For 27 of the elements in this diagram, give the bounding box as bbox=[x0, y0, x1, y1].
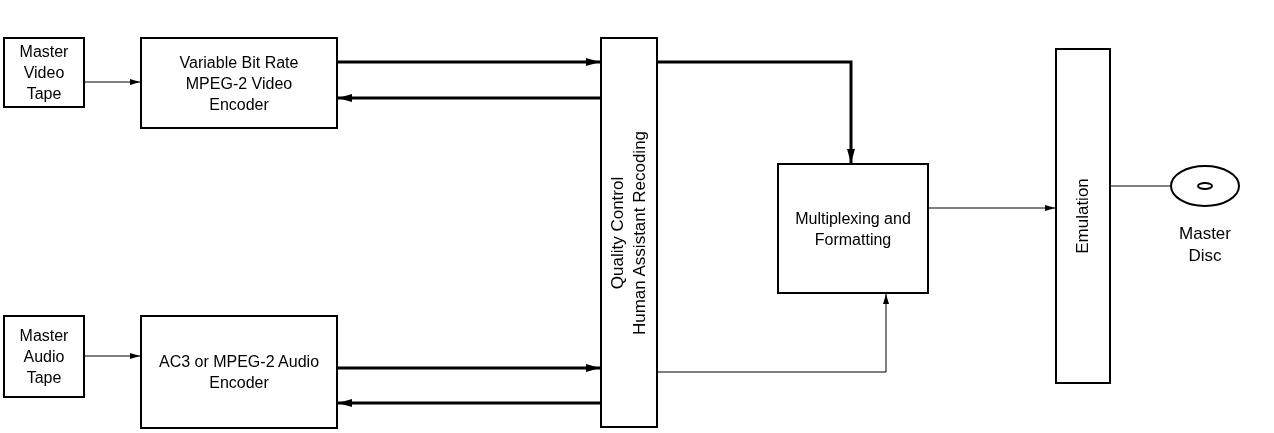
process-box bbox=[600, 37, 658, 428]
box-label: Master Video Tape bbox=[18, 42, 70, 104]
arrow bbox=[658, 60, 855, 163]
arrow bbox=[338, 364, 600, 372]
process-box bbox=[1055, 48, 1111, 384]
arrow bbox=[338, 399, 600, 407]
process-box bbox=[777, 163, 929, 294]
box-label: Multiplexing and Formatting bbox=[794, 208, 912, 250]
box-label: Human Assistant Recoding bbox=[629, 130, 650, 335]
arrow bbox=[84, 353, 141, 359]
process-box bbox=[140, 315, 338, 429]
box-label: AC3 or MPEG-2 Audio Encoder bbox=[157, 352, 321, 393]
arrow bbox=[338, 58, 600, 66]
process-box bbox=[3, 315, 85, 398]
arrow bbox=[84, 79, 141, 85]
box-label: Variable Bit Rate MPEG-2 Video Encoder bbox=[178, 52, 300, 115]
box-label: Emulation bbox=[1072, 178, 1093, 254]
box-label: Master Audio Tape bbox=[18, 326, 70, 388]
connector-line bbox=[1110, 185, 1171, 187]
process-box bbox=[140, 37, 338, 129]
node-label: Master Disc bbox=[1178, 223, 1232, 267]
arrow bbox=[657, 293, 889, 373]
process-box bbox=[3, 37, 85, 108]
arrow bbox=[928, 205, 1056, 211]
arrow bbox=[338, 94, 600, 102]
disc-icon bbox=[1170, 165, 1240, 207]
box-label: Quality Control bbox=[607, 175, 628, 291]
